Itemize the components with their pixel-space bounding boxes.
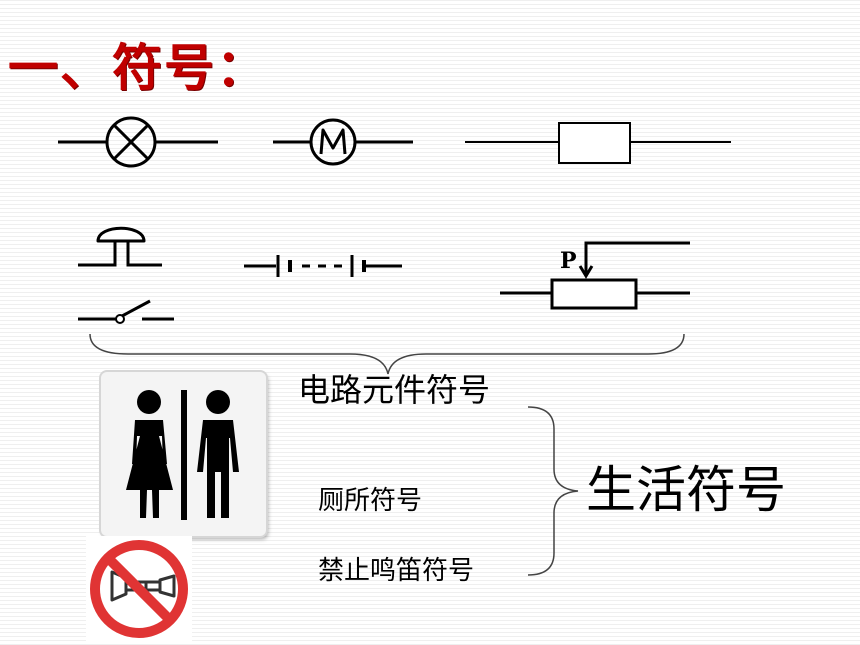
- no-horn-symbol-label: 禁止鸣笛符号: [318, 556, 475, 586]
- battery-symbol-icon: [244, 255, 402, 277]
- resistor-symbol-icon: [465, 122, 731, 164]
- no-honking-sign: [86, 536, 192, 642]
- life-symbols-brace: [527, 406, 579, 576]
- bell-symbol-icon: [78, 226, 162, 267]
- no-honking-sign-icon: [90, 540, 188, 638]
- motor-symbol-icon: [273, 118, 413, 166]
- circuit-symbols-label: 电路元件符号: [298, 371, 491, 409]
- toilet-sign-icon: [126, 390, 239, 520]
- toilet-sign: [101, 372, 266, 536]
- life-symbols-label: 生活符号: [586, 461, 786, 519]
- toilet-symbol-label: 厕所符号: [318, 486, 423, 516]
- rheostat-symbol-icon: P: [500, 241, 690, 310]
- slide-title: 一、符号：: [8, 39, 268, 97]
- switch-symbol-icon: [78, 299, 174, 324]
- lamp-symbol-icon: [58, 116, 218, 168]
- circuit-symbols-brace: [89, 333, 685, 375]
- rheostat-slider-label: P: [560, 248, 577, 274]
